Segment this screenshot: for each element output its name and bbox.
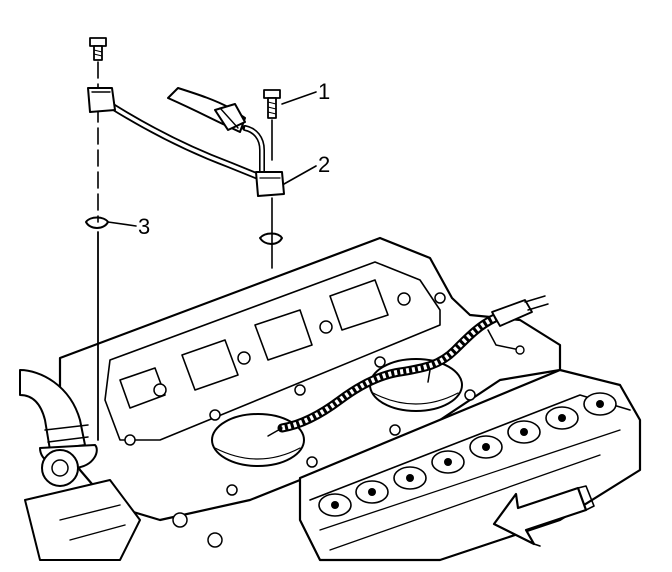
right-bolt-assembly bbox=[255, 89, 285, 269]
callout-label-2: 2 bbox=[318, 152, 330, 177]
left-bolt bbox=[89, 37, 107, 61]
callout-label-3: 3 bbox=[138, 214, 150, 239]
retaining-clip bbox=[85, 216, 109, 229]
front-direction-arrow-icon bbox=[492, 485, 595, 547]
wiring-harness bbox=[267, 295, 549, 437]
plate-bolt-bosses bbox=[124, 292, 476, 496]
tube-assembly bbox=[106, 87, 266, 182]
callout-3: 3 bbox=[107, 214, 150, 239]
callout-label-1: 1 bbox=[318, 79, 330, 104]
callout-1: 1 bbox=[281, 79, 330, 105]
coolant-elbow bbox=[19, 369, 223, 561]
harness-bracket bbox=[255, 171, 285, 197]
left-bolt-assembly bbox=[85, 37, 116, 441]
callout-2: 2 bbox=[283, 152, 330, 185]
rocker-pivots bbox=[331, 400, 604, 509]
right-bolt bbox=[263, 89, 281, 119]
